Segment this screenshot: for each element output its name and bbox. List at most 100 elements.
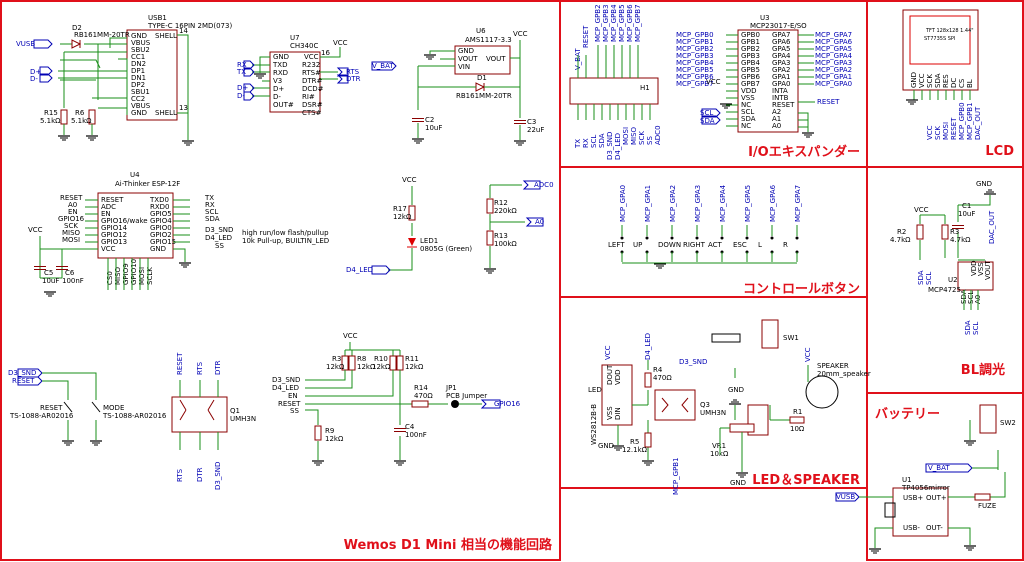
- svg-text:DP1: DP1: [131, 67, 145, 75]
- svg-text:D4_LED: D4_LED: [272, 384, 299, 392]
- mcp-right-net: MCP_GPA4: [815, 52, 853, 60]
- svg-text:RTS#: RTS#: [302, 69, 321, 77]
- svg-text:C3: C3: [527, 118, 536, 126]
- mcp-left-pin: GPB1: [741, 38, 760, 46]
- svg-text:ST7735S SPI: ST7735S SPI: [924, 36, 955, 42]
- svg-text:VOUT: VOUT: [486, 55, 506, 63]
- svg-text:RESET: RESET: [60, 194, 83, 202]
- svg-text:RX: RX: [237, 61, 247, 69]
- svg-text:EN: EN: [101, 210, 111, 218]
- svg-text:GPIO9: GPIO9: [122, 263, 130, 285]
- svg-text:USB+: USB+: [903, 494, 923, 502]
- svg-text:GND: GND: [458, 47, 474, 55]
- svg-text:UMH3N: UMH3N: [230, 415, 256, 423]
- led1-block: VCC R17 12kΩ LED1 0805G (Green) D4_LED: [346, 176, 472, 275]
- button-label: L: [758, 241, 762, 249]
- svg-text:TX: TX: [204, 194, 214, 202]
- mcp-right-pin: GPA1: [772, 73, 790, 81]
- reset-mode-buttons-block: D3_SND RESET RESET TS-1088-AR02016 MODE …: [8, 368, 167, 446]
- svg-text:R1: R1: [793, 408, 802, 416]
- svg-text:OUT#: OUT#: [273, 101, 294, 109]
- svg-text:12kΩ: 12kΩ: [405, 363, 424, 371]
- svg-text:VCC: VCC: [804, 347, 812, 362]
- svg-text:DCD#: DCD#: [302, 85, 324, 93]
- svg-text:DAC_OUT: DAC_OUT: [988, 210, 996, 244]
- svg-text:13: 13: [179, 104, 188, 112]
- svg-text:VSS: VSS: [977, 262, 985, 276]
- mcp-right-pin: INTB: [772, 94, 789, 102]
- button-net-label: MCP_GPA2: [669, 185, 677, 222]
- mcp-left-pin: GPB3: [741, 52, 760, 60]
- svg-text:100nF: 100nF: [405, 431, 427, 439]
- svg-text:MCP_GPB1: MCP_GPB1: [672, 457, 680, 495]
- svg-text:GPIO12: GPIO12: [101, 231, 127, 239]
- svg-text:A0: A0: [68, 201, 77, 209]
- esp12f-block: U4 Ai-Thinker ESP-12F RESET ADC EN GPIO1…: [28, 171, 329, 297]
- svg-text:5.1kΩ: 5.1kΩ: [40, 117, 61, 125]
- battery-block: SW2 V_BAT U1 TP4056mirror USB+ OUT+ USB-…: [835, 404, 1016, 554]
- mcp-right-net: MCP_GPA0: [815, 80, 852, 88]
- svg-text:D3_SND: D3_SND: [272, 376, 300, 384]
- svg-text:VOUT: VOUT: [984, 260, 992, 280]
- svg-text:RXD: RXD: [273, 69, 288, 77]
- mcp-right-pin: GPA0: [772, 80, 790, 88]
- svg-text:22uF: 22uF: [527, 126, 544, 134]
- svg-text:TS-1088-AR02016: TS-1088-AR02016: [9, 412, 74, 420]
- svg-text:VCC: VCC: [513, 30, 528, 38]
- svg-text:VCC: VCC: [343, 332, 358, 340]
- svg-text:RTS: RTS: [196, 361, 204, 375]
- svg-text:V3: V3: [273, 77, 282, 85]
- svg-text:RX: RX: [205, 201, 215, 209]
- mcp-left-net: MCP_GPB1: [676, 38, 714, 46]
- svg-text:12.1kΩ: 12.1kΩ: [622, 446, 648, 454]
- svg-text:R3: R3: [950, 228, 959, 236]
- svg-text:CC1: CC1: [131, 53, 145, 61]
- svg-text:D-: D-: [273, 93, 281, 101]
- svg-text:DP2: DP2: [131, 81, 145, 89]
- svg-text:VCC: VCC: [28, 226, 43, 234]
- svg-text:MCP_GPB2: MCP_GPB2: [594, 4, 602, 42]
- svg-text:TS-1088-AR02016: TS-1088-AR02016: [102, 412, 167, 420]
- svg-text:D3_SND: D3_SND: [205, 226, 233, 234]
- button-label: RIGHT: [683, 241, 706, 249]
- svg-text:D3_SND: D3_SND: [679, 358, 707, 366]
- mcp-right-pin: GPA7: [772, 31, 790, 39]
- svg-text:GPIO16: GPIO16: [58, 215, 85, 223]
- svg-text:OUT+: OUT+: [926, 494, 947, 502]
- svg-text:GPIO14: GPIO14: [101, 224, 128, 232]
- button-net-label: MCP_GPA4: [719, 184, 727, 222]
- lcd-net-label: DAC_OUT: [974, 106, 982, 140]
- h1-header-block: H1 V_BAT RESET MCP_GPB2 MCP_GPB3 MCP_GPB…: [569, 4, 662, 160]
- svg-text:R9: R9: [325, 427, 334, 435]
- mcp-left-pin: NC: [741, 122, 751, 130]
- button-label: R: [783, 241, 788, 249]
- svg-text:RB161MM-20TR: RB161MM-20TR: [456, 92, 512, 100]
- svg-text:10Ω: 10Ω: [790, 425, 805, 433]
- battery-title: バッテリー: [875, 407, 940, 422]
- svg-text:VCC: VCC: [402, 176, 417, 184]
- svg-text:MCP_GPB7: MCP_GPB7: [634, 4, 642, 42]
- svg-text:SHELL: SHELL: [155, 109, 177, 117]
- svg-text:U4: U4: [130, 171, 140, 179]
- svg-text:DTR: DTR: [346, 75, 361, 83]
- svg-text:10kΩ: 10kΩ: [710, 450, 729, 458]
- mcp-left-net: MCP_GPB2: [676, 45, 714, 53]
- svg-text:RB161MM-20TR: RB161MM-20TR: [74, 31, 130, 39]
- mcp-left-pin: VSS: [741, 94, 755, 102]
- lcd-title: LCD: [985, 144, 1014, 159]
- svg-text:Q3: Q3: [700, 401, 710, 409]
- svg-text:GPIO10: GPIO10: [130, 259, 138, 285]
- svg-text:12kΩ: 12kΩ: [326, 363, 345, 371]
- svg-text:SCL: SCL: [590, 135, 598, 148]
- svg-text:VCC: VCC: [101, 245, 116, 253]
- svg-text:D3_SND: D3_SND: [606, 132, 614, 160]
- svg-text:UMH3N: UMH3N: [700, 409, 726, 417]
- mcp-left-pin: VDD: [741, 87, 757, 95]
- svg-text:LED1: LED1: [420, 237, 438, 245]
- svg-text:EN: EN: [288, 392, 298, 400]
- svg-text:DIN: DIN: [614, 407, 622, 420]
- svg-text:R3: R3: [332, 355, 341, 363]
- svg-text:MCP4725: MCP4725: [928, 286, 961, 294]
- svg-text:D4_LED: D4_LED: [205, 234, 232, 242]
